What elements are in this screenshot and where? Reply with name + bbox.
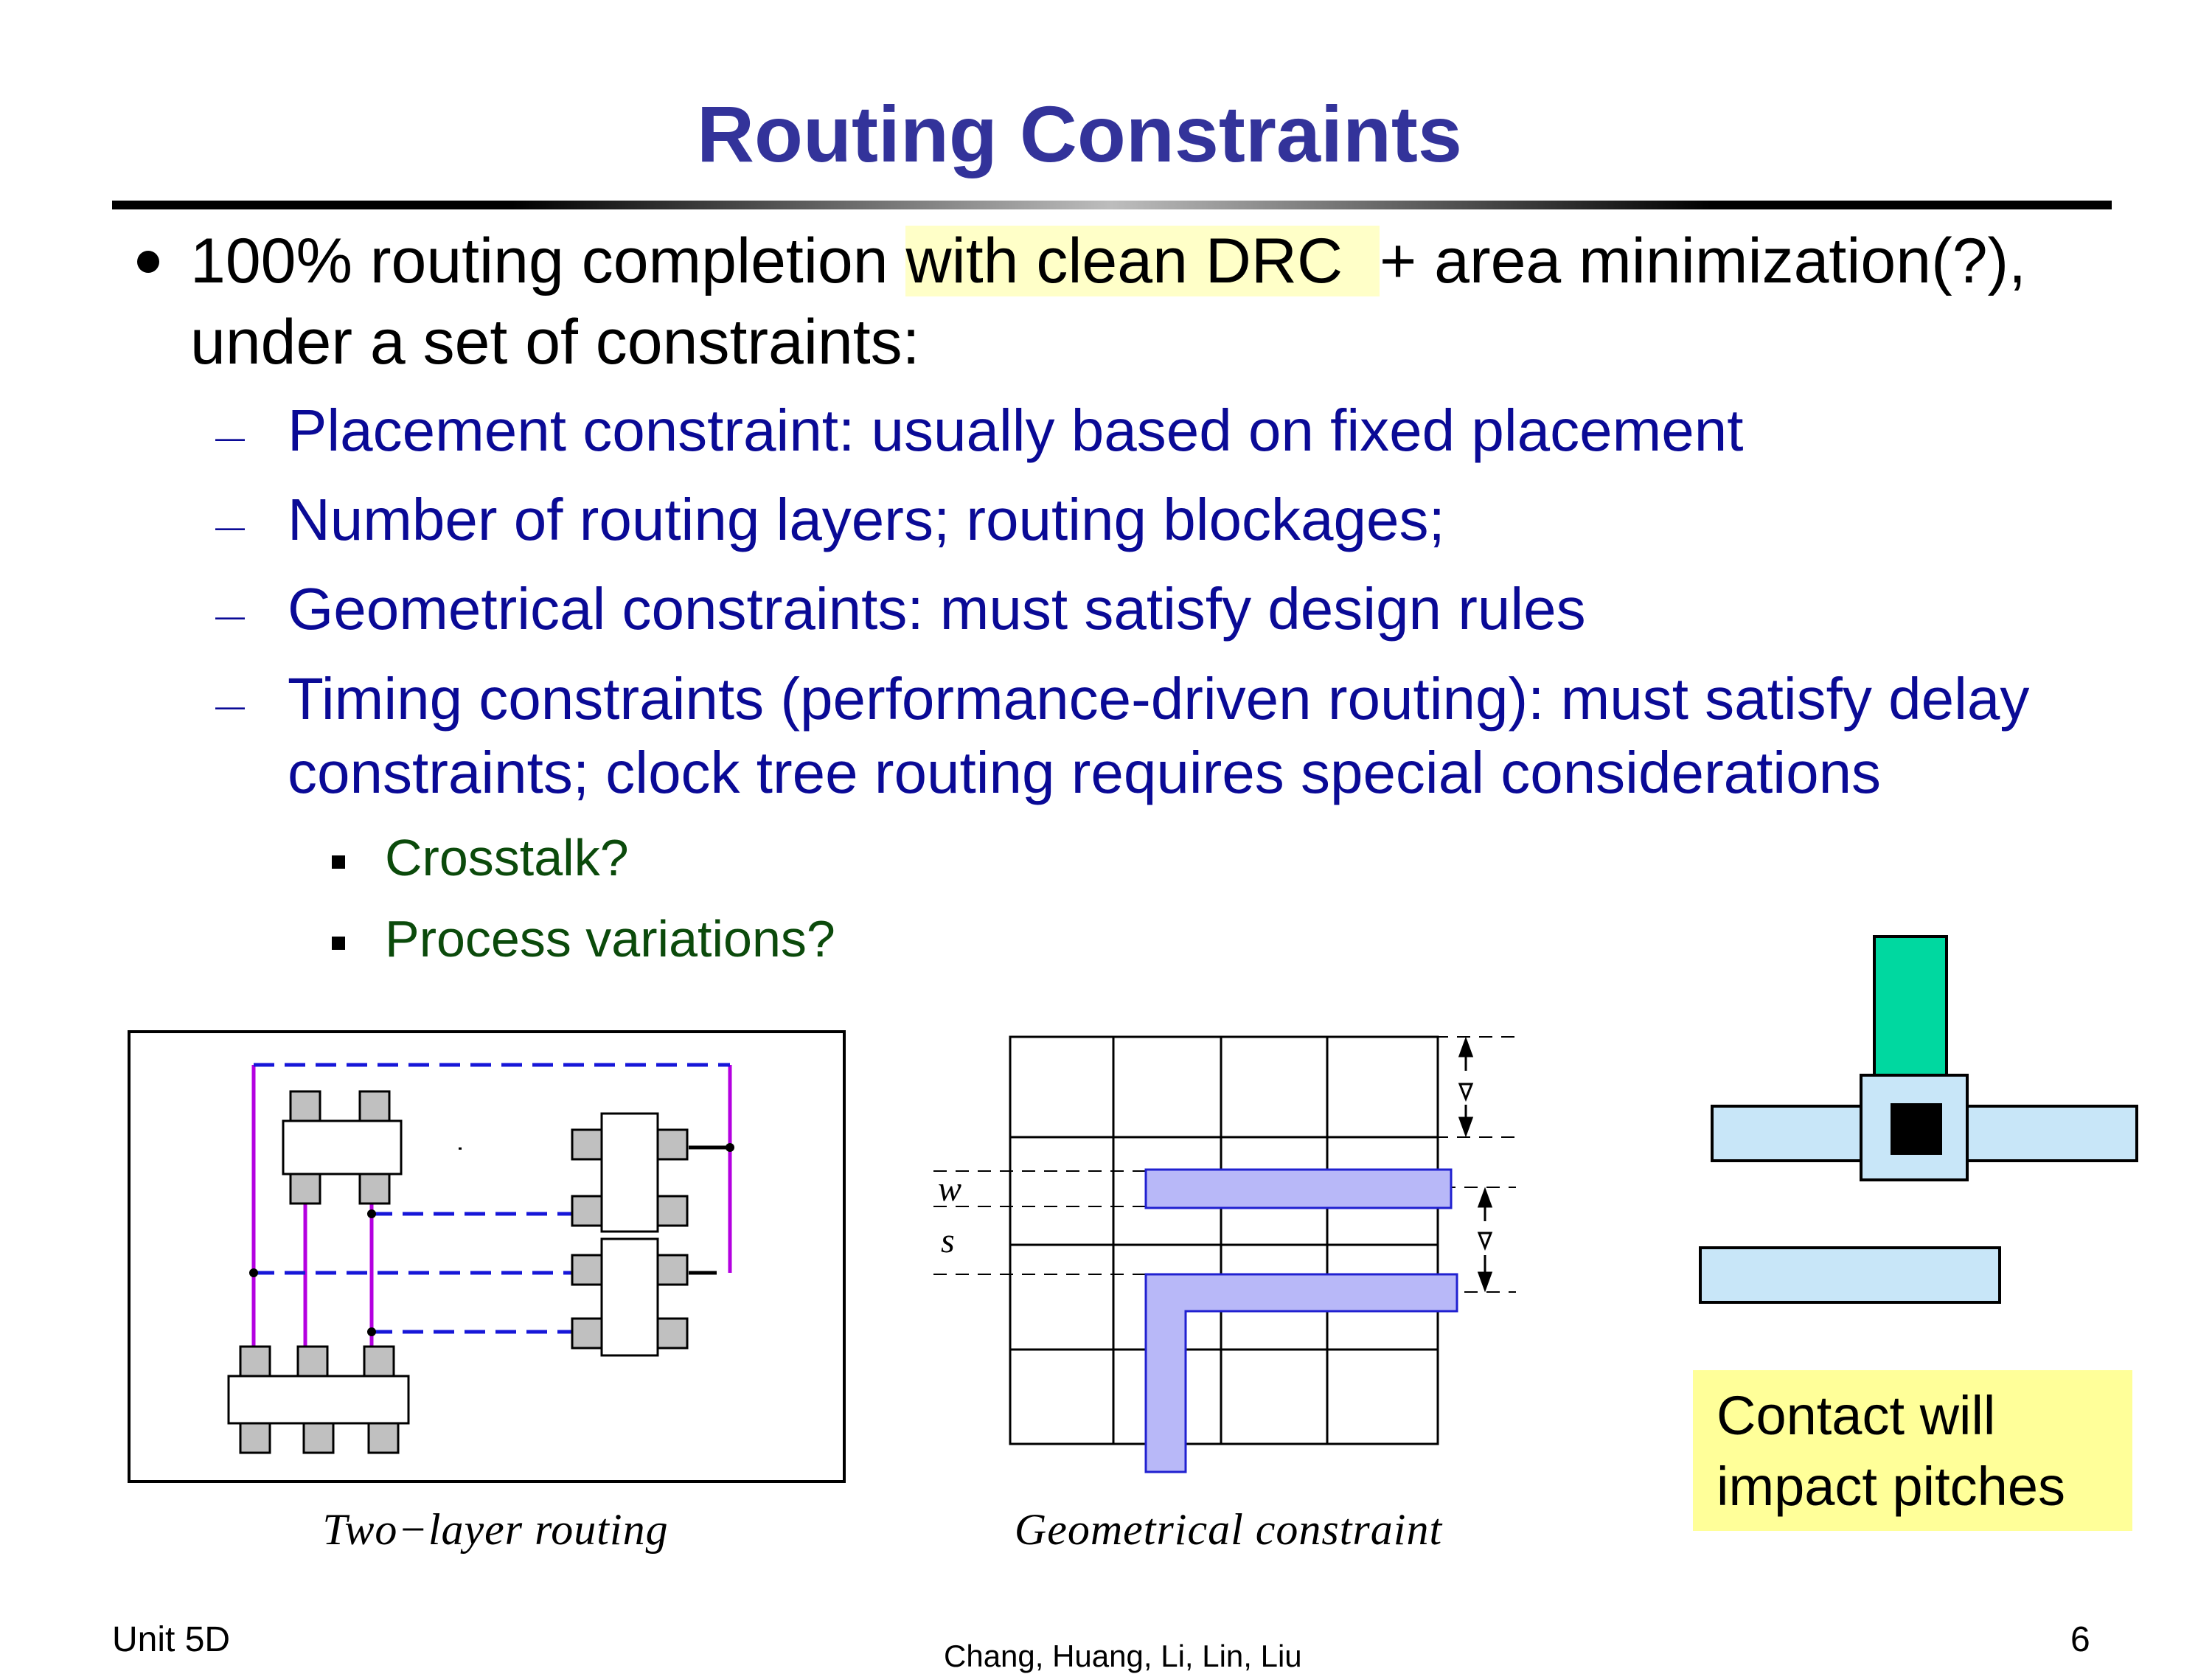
page-number: 6	[2070, 1620, 2090, 1659]
cell-right-lower	[571, 1237, 689, 1357]
bullet-dot	[137, 251, 159, 273]
contact-note: Contact will impact pitches	[1693, 1370, 2132, 1531]
dash-marker: —	[215, 690, 245, 723]
note-line-1: Contact will	[1717, 1385, 1996, 1446]
sub-item-timing-line-2: constraints; clock tree routing requires…	[288, 740, 1882, 805]
sub-item-timing-line-1: Timing constraints (performance-driven r…	[288, 666, 2030, 732]
s-label: s	[941, 1221, 955, 1260]
highlighted-phrase: with clean DRC	[905, 226, 1380, 296]
bullet-text-pre: 100% routing completion	[190, 226, 906, 296]
footer-authors: Chang, Huang, Li, Lin, Liu	[944, 1639, 1302, 1673]
blue-dashed-wires	[254, 1063, 730, 1334]
contact-cut	[1891, 1103, 1942, 1155]
cell-top-left	[282, 1090, 403, 1205]
wire-shapes	[1144, 1168, 1458, 1473]
sub-item-geometrical: Geometrical constraints: must satisfy de…	[288, 576, 1586, 642]
contact-figure	[1699, 935, 2138, 1304]
dimension-lines	[933, 1036, 1516, 1293]
bullet-line-1: 100% routing completion with clean DRC +…	[190, 220, 2026, 302]
layout-grid	[1009, 1035, 1439, 1445]
horizontal-metal-bottom	[1699, 1246, 2001, 1304]
dash-marker: —	[215, 422, 245, 454]
sub-sub-item-crosstalk: Crosstalk?	[385, 829, 629, 886]
square-bullet	[332, 855, 345, 869]
dimension-arrows	[1458, 1036, 1493, 1293]
note-line-2: impact pitches	[1717, 1456, 2065, 1517]
cell-bottom-left	[227, 1345, 410, 1454]
square-bullet	[332, 937, 345, 950]
geometrical-constraint-figure: w s ΔΔ	[933, 1035, 1516, 1473]
dash-marker: —	[215, 511, 245, 543]
vertical-metal	[1873, 935, 1948, 1086]
w-label: w	[938, 1170, 961, 1209]
title-divider	[112, 201, 2112, 209]
sub-sub-item-process: Process variations?	[385, 910, 835, 968]
bullet-text-post: + area minimization(?),	[1380, 226, 2027, 296]
slide-title: Routing Constraints	[697, 89, 1462, 178]
cell-right-upper	[571, 1112, 689, 1233]
two-layer-routing-figure	[128, 1030, 846, 1483]
sub-item-placement: Placement constraint: usually based on f…	[288, 397, 1744, 463]
geometrical-constraint-caption: Geometrical constraint	[1014, 1505, 1443, 1554]
footer-unit: Unit 5D	[112, 1620, 231, 1659]
dash-marker: —	[215, 600, 245, 633]
bullet-line-2: under a set of constraints:	[190, 307, 920, 378]
sub-item-layers: Number of routing layers; routing blocka…	[288, 487, 1445, 552]
two-layer-routing-caption: Two−layer routing	[322, 1505, 669, 1554]
